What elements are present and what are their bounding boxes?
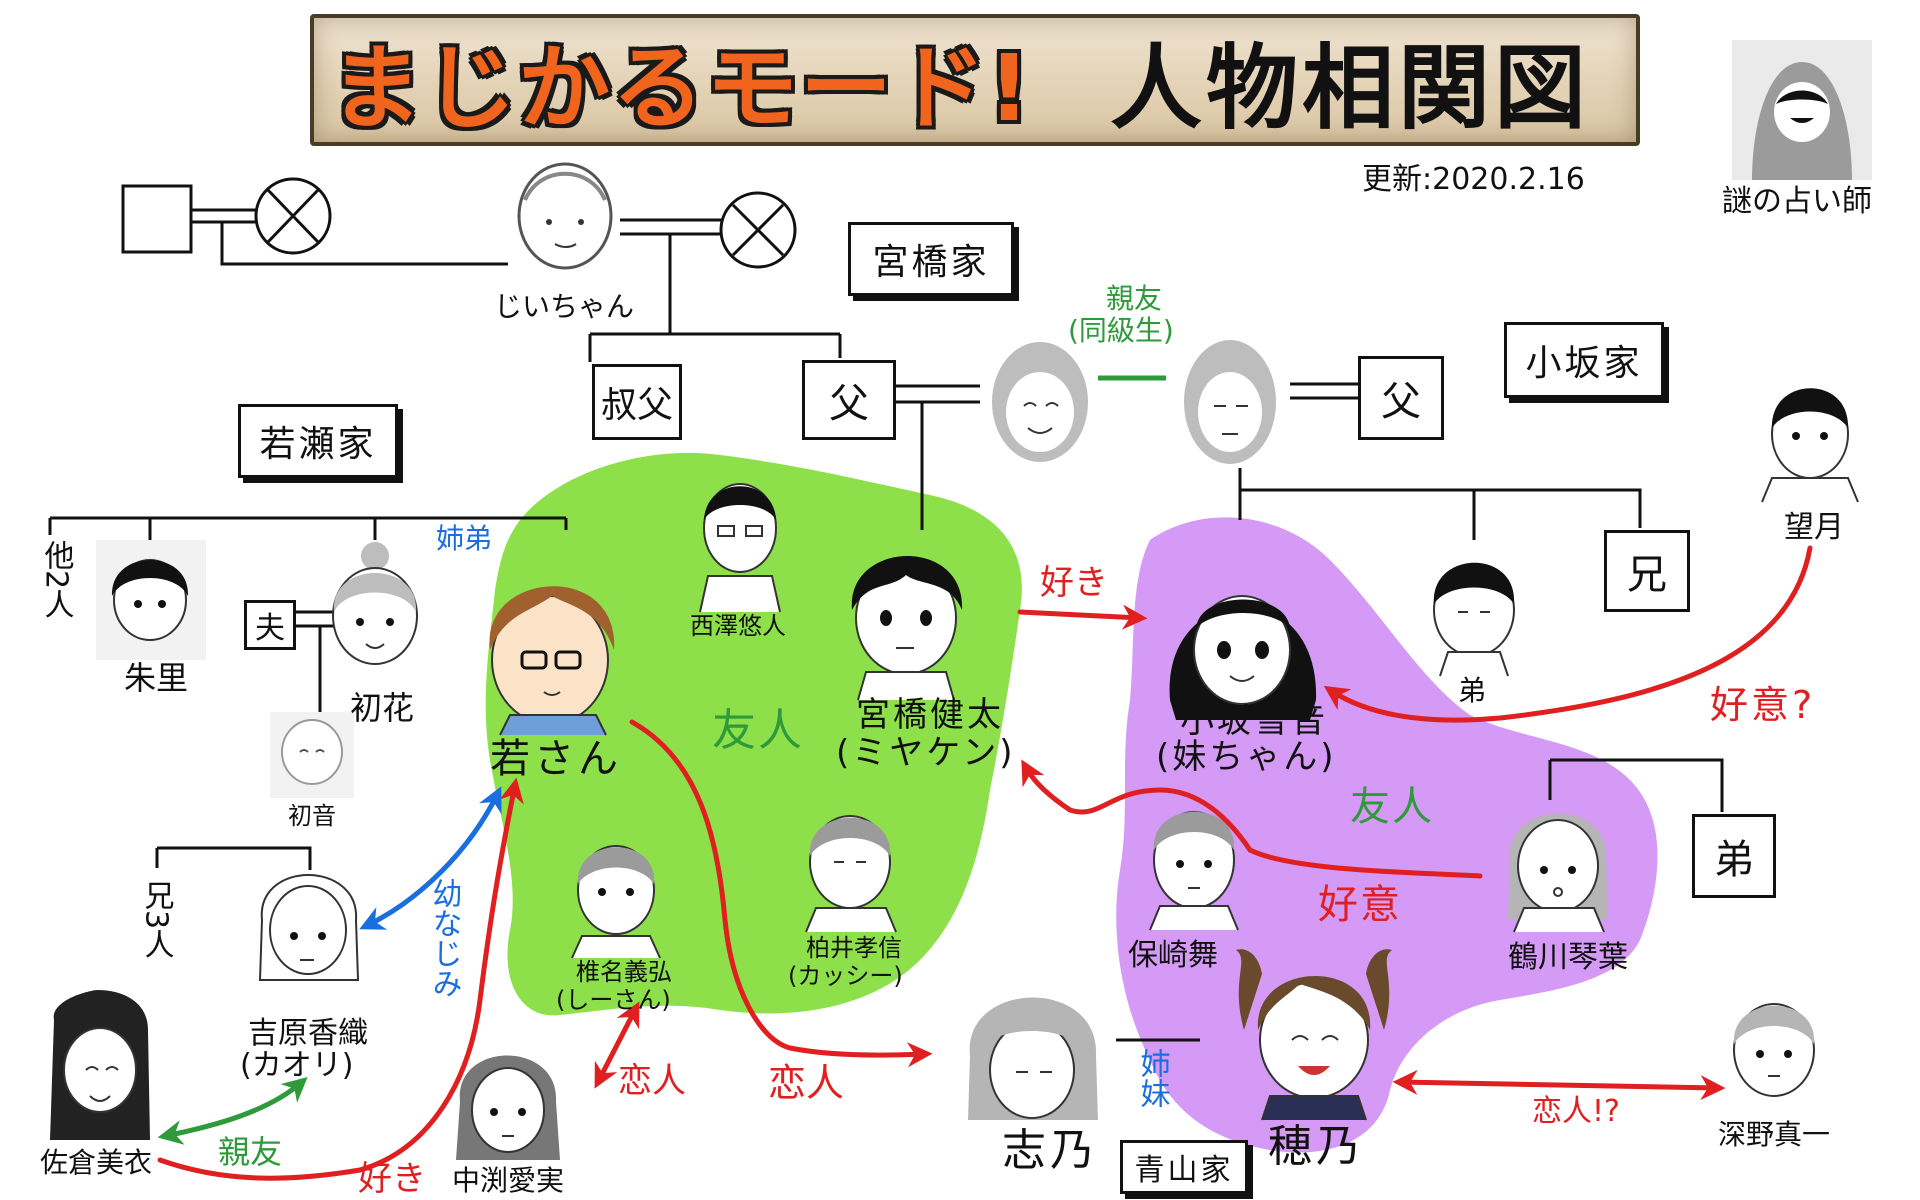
name-shiina: 椎名義弘 xyxy=(576,958,672,986)
face-wakasan xyxy=(489,586,615,736)
box-father-kosaka: 父 xyxy=(1358,356,1444,440)
title-plate xyxy=(310,14,1640,146)
face-hatsune xyxy=(270,712,354,798)
name-hono: 穂乃 xyxy=(1268,1121,1364,1172)
face-kaori xyxy=(258,874,360,981)
label-sister-brother: 姉弟 xyxy=(436,522,493,555)
face-kotoha xyxy=(1508,813,1608,933)
name-yukine: 小坂雪音 xyxy=(1180,701,1328,741)
label-childhood-friend: 幼なじみ xyxy=(426,878,462,998)
face-grandpa xyxy=(517,162,613,270)
face-shiina xyxy=(571,845,661,959)
label-friends-green: 友人 xyxy=(712,705,804,756)
box-uncle: 叔父 xyxy=(592,364,682,440)
face-shino xyxy=(968,997,1098,1120)
update-date: 更新:2020.2.16 xyxy=(1362,162,1585,197)
name-younger-brother: 弟 xyxy=(1458,674,1487,707)
nick-kashiwai: (カッシー) xyxy=(788,962,903,990)
label-lovers-1: 恋人 xyxy=(618,1061,686,1101)
face-kashiwai xyxy=(805,815,897,933)
family-wakase: 若瀬家 xyxy=(238,404,398,478)
name-kaori: 吉原香織 xyxy=(248,1016,368,1051)
nick-kaori: (カオリ) xyxy=(240,1048,354,1083)
nick-shiina: (しーさん) xyxy=(556,986,671,1014)
title-sub: 人物相関図 xyxy=(1110,34,1591,142)
face-nishizawa xyxy=(699,483,781,613)
name-aimi: 中渕愛実 xyxy=(452,1164,565,1197)
face-miyahashi-mother xyxy=(992,342,1088,462)
label-best-friend: 親友 xyxy=(218,1133,283,1171)
face-aimi xyxy=(456,1055,560,1160)
name-kotoha: 鶴川琴葉 xyxy=(1508,940,1628,975)
label-love-mii: 好き xyxy=(358,1159,426,1199)
nick-kenta: (ミヤケン) xyxy=(836,733,1016,773)
face-mii xyxy=(50,990,150,1140)
name-mochizuki: 望月 xyxy=(1784,510,1844,545)
name-wakasan: 若さん xyxy=(490,736,622,782)
name-grandpa: じいちゃん xyxy=(494,290,635,323)
name-fortune-teller: 謎の占い師 xyxy=(1722,184,1872,219)
face-fortune-teller xyxy=(1732,40,1872,180)
name-akari: 朱里 xyxy=(124,659,189,697)
name-uika: 初花 xyxy=(350,689,415,727)
face-uika xyxy=(332,542,418,665)
name-hatsune: 初音 xyxy=(288,802,336,830)
label-friends-purple: 友人 xyxy=(1350,784,1434,830)
face-kosaka-mother xyxy=(1184,340,1276,464)
label-goodwill: 好意 xyxy=(1318,882,1402,928)
note-brothers: 兄3人 xyxy=(138,880,174,960)
family-miyahashi: 宮橋家 xyxy=(848,222,1014,296)
face-hono xyxy=(1236,949,1392,1121)
box-husband: 夫 xyxy=(244,600,296,650)
face-mochizuki xyxy=(1761,388,1859,503)
label-lovers-q: 恋人!? xyxy=(1532,1094,1620,1129)
name-fukano: 深野真一 xyxy=(1718,1118,1831,1151)
family-kosaka: 小坂家 xyxy=(1504,322,1664,398)
box-younger-brother: 弟 xyxy=(1692,814,1776,898)
label-love-kenta: 好き xyxy=(1040,563,1108,603)
name-shino: 志乃 xyxy=(1002,1125,1098,1176)
face-mai xyxy=(1149,811,1239,931)
title-main: まじかるモード! xyxy=(330,34,1032,142)
family-aoyama: 青山家 xyxy=(1120,1140,1248,1194)
label-best-friend-classmate-1: 親友 xyxy=(1106,282,1163,315)
face-fukano xyxy=(1733,1003,1815,1097)
label-sisters: 姉妹 xyxy=(1134,1048,1170,1108)
name-kenta: 宮橋健太 xyxy=(856,695,1004,735)
face-akari xyxy=(96,540,206,660)
name-kashiwai: 柏井孝信 xyxy=(806,934,902,962)
face-younger-brother xyxy=(1433,562,1515,677)
nick-yukine: (妹ちゃん) xyxy=(1156,737,1337,777)
note-others: 他2人 xyxy=(38,540,74,620)
label-lovers-2: 恋人 xyxy=(768,1061,845,1105)
name-nishizawa: 西澤悠人 xyxy=(690,612,786,640)
name-mii: 佐倉美衣 xyxy=(40,1146,153,1179)
label-goodwill-q: 好意? xyxy=(1710,683,1816,727)
box-elder-brother: 兄 xyxy=(1604,530,1690,612)
label-best-friend-classmate-2: (同級生) xyxy=(1068,314,1174,347)
face-kenta xyxy=(851,555,963,701)
name-mai: 保崎舞 xyxy=(1128,938,1218,973)
box-father-miyahashi: 父 xyxy=(802,360,896,440)
face-yukine xyxy=(1169,595,1317,720)
